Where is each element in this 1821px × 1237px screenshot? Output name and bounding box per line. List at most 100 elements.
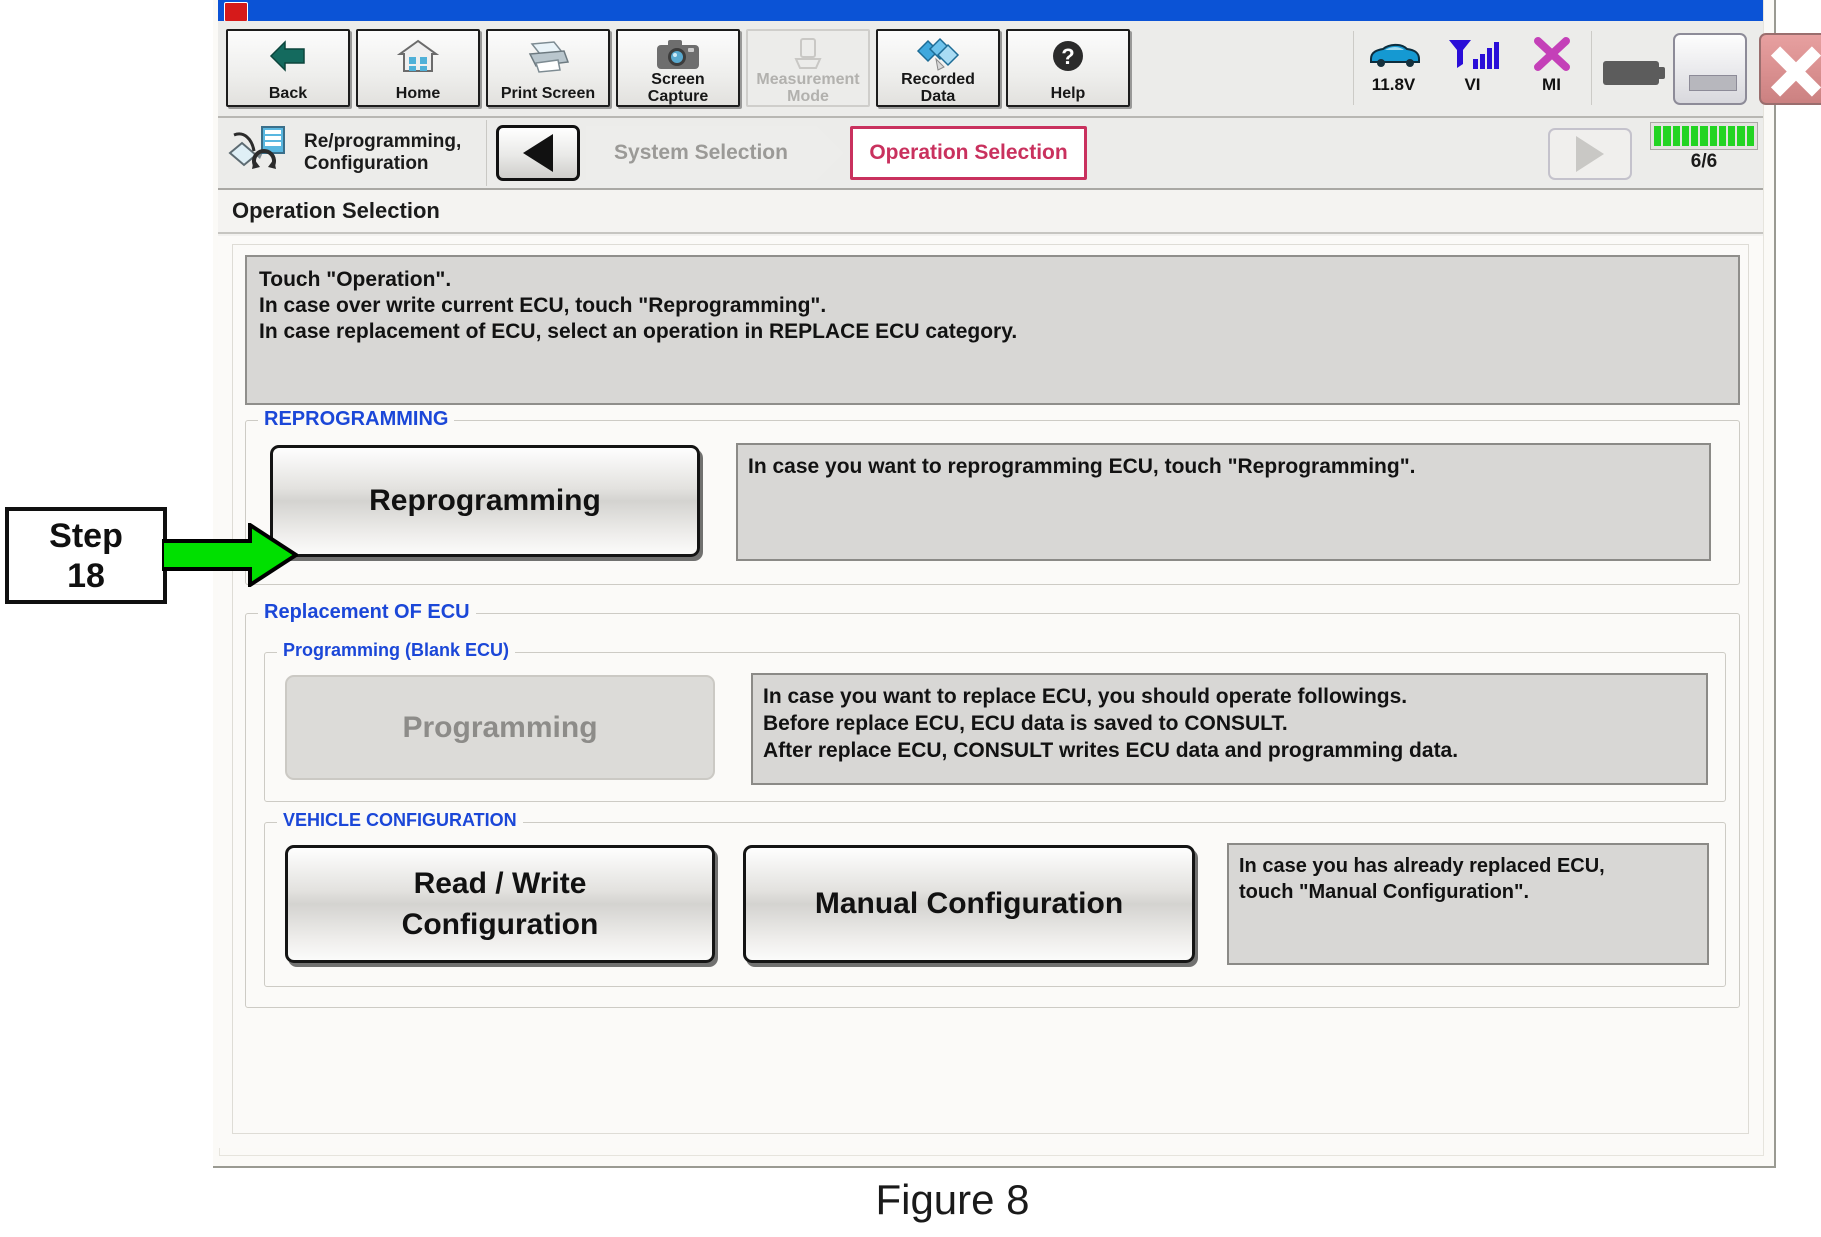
instruction-line-3: In case replacement of ECU, select an op… bbox=[259, 320, 1018, 343]
recorded-data-icon bbox=[914, 37, 962, 71]
manual-configuration-description: In case you has already replaced ECU, to… bbox=[1227, 843, 1709, 965]
read-write-configuration-button[interactable]: Read / Write Configuration bbox=[285, 845, 715, 963]
progress-text: 6/6 bbox=[1690, 151, 1718, 172]
back-arrow-icon bbox=[268, 37, 308, 75]
toolbar-label-recorded-data-line2: Data bbox=[920, 88, 956, 105]
group-legend-reprogramming: REPROGRAMMING bbox=[258, 408, 455, 431]
car-icon bbox=[1365, 35, 1423, 73]
toolbar-label-help: Help bbox=[1050, 85, 1086, 102]
figure-caption-text: Figure 8 bbox=[875, 1176, 1030, 1223]
status-label-voltage: 11.8V bbox=[1371, 75, 1416, 94]
toolbar-label-screen-capture-line1: Screen bbox=[651, 71, 705, 88]
toolbar-label-print-screen: Print Screen bbox=[500, 85, 596, 102]
battery-icon bbox=[1603, 61, 1665, 85]
manual-configuration-description-line-2: touch "Manual Configuration". bbox=[1239, 881, 1530, 903]
nav-forward-button[interactable] bbox=[1548, 128, 1632, 180]
content-inner-frame: Touch "Operation". In case over write cu… bbox=[232, 244, 1749, 1134]
status-item-mi: MI bbox=[1512, 31, 1591, 105]
programming-description-line-1: In case you want to replace ECU, you sho… bbox=[763, 685, 1408, 708]
reprogramming-button[interactable]: Reprogramming bbox=[270, 445, 700, 557]
manual-configuration-button[interactable]: Manual Configuration bbox=[743, 845, 1195, 963]
instruction-line-2: In case over write current ECU, touch "R… bbox=[259, 294, 827, 317]
toolbar-button-screen-capture[interactable]: Screen Capture bbox=[616, 29, 740, 107]
programming-description-line-2: Before replace ECU, ECU data is saved to… bbox=[763, 712, 1288, 735]
toolbar-label-home: Home bbox=[395, 85, 441, 102]
window-titlebar bbox=[218, 0, 1763, 21]
toolbar-label-screen-capture-line2: Capture bbox=[647, 88, 709, 105]
signal-bars-icon bbox=[1447, 35, 1499, 73]
nav-mode-label-line2: Configuration bbox=[304, 153, 429, 174]
breadcrumb-operation-selection[interactable]: Operation Selection bbox=[850, 126, 1087, 180]
toolbar-button-help[interactable]: ? Help bbox=[1006, 29, 1130, 107]
group-replacement-of-ecu: Replacement OF ECU Programming (Blank EC… bbox=[245, 601, 1740, 1008]
status-item-vi: VI bbox=[1433, 31, 1512, 105]
manual-configuration-label: Manual Configuration bbox=[815, 886, 1123, 922]
reprogramming-button-label: Reprogramming bbox=[369, 484, 601, 517]
status-item-voltage: 11.8V bbox=[1354, 31, 1433, 105]
step-callout-box: Step 18 bbox=[5, 507, 167, 604]
toolbar-label-measurement-mode-line1: Measurement bbox=[756, 71, 860, 88]
group-programming-blank-ecu: Programming (Blank ECU) Programming In c… bbox=[264, 640, 1726, 802]
toolbar-button-print-screen[interactable]: Print Screen bbox=[486, 29, 610, 107]
manual-configuration-label-text: Manual Configuration bbox=[814, 887, 1124, 920]
programming-description-line-3: After replace ECU, CONSULT writes ECU da… bbox=[763, 739, 1459, 762]
toolbar-button-recorded-data[interactable]: Recorded Data bbox=[876, 29, 1000, 107]
group-legend-replacement: Replacement OF ECU bbox=[258, 601, 476, 624]
minimize-button[interactable] bbox=[1673, 33, 1747, 105]
figure-caption: Figure 8 bbox=[0, 1176, 1821, 1224]
read-write-configuration-label-line2: Configuration bbox=[401, 908, 599, 941]
content-area: Touch "Operation". In case over write cu… bbox=[218, 236, 1763, 1148]
step-callout-line2: 18 bbox=[67, 556, 105, 595]
group-reprogramming: REPROGRAMMING Reprogramming In case you … bbox=[245, 408, 1740, 585]
reprogramming-icon bbox=[228, 126, 285, 169]
toolbar-button-back[interactable]: Back bbox=[226, 29, 350, 107]
breadcrumb-navbar: Re/programming, Configuration System Sel… bbox=[218, 118, 1763, 190]
close-button[interactable] bbox=[1759, 33, 1821, 105]
page-title: Operation Selection bbox=[218, 190, 1763, 234]
green-pointer-arrow bbox=[160, 521, 300, 589]
step-callout-line1: Step bbox=[49, 516, 123, 555]
toolbar-label-recorded-data: Recorded Data bbox=[901, 71, 975, 105]
group-vehicle-configuration: VEHICLE CONFIGURATION Read / Write Confi… bbox=[264, 810, 1726, 987]
back-triangle-icon bbox=[523, 134, 553, 172]
home-icon bbox=[397, 37, 439, 75]
programming-button: Programming bbox=[285, 675, 715, 780]
toolbar-label-recorded-data-line1: Recorded bbox=[901, 71, 975, 88]
read-write-configuration-label-line1: Read / Write bbox=[413, 867, 587, 900]
toolbar-label-back: Back bbox=[268, 85, 308, 102]
camera-icon bbox=[655, 37, 701, 71]
minimize-bar-icon bbox=[1689, 75, 1737, 91]
programming-description: In case you want to replace ECU, you sho… bbox=[751, 673, 1708, 785]
nav-mode-indicator: Re/programming, Configuration bbox=[224, 120, 487, 186]
manual-configuration-description-line-1: In case you has already replaced ECU, bbox=[1239, 855, 1605, 877]
status-label-vi: VI bbox=[1464, 75, 1481, 94]
status-cluster: 11.8V VI bbox=[1353, 31, 1592, 105]
instructions-box: Touch "Operation". In case over write cu… bbox=[245, 255, 1740, 405]
help-question-icon: ? bbox=[1050, 37, 1086, 75]
x-mark-icon bbox=[1532, 35, 1572, 73]
group-legend-vehicle-configuration: VEHICLE CONFIGURATION bbox=[277, 810, 523, 831]
consult-app-window: Back Home bbox=[218, 0, 1821, 1148]
breadcrumb-system-selection[interactable]: System Selection bbox=[586, 126, 843, 180]
instruction-line-1: Touch "Operation". bbox=[259, 268, 452, 291]
toolbar-label-measurement-mode-line2: Mode bbox=[787, 88, 829, 105]
reprogramming-description-line-1: In case you want to reprogramming ECU, t… bbox=[748, 455, 1416, 478]
nav-mode-label: Re/programming, Configuration bbox=[304, 131, 461, 175]
group-legend-blank-ecu: Programming (Blank ECU) bbox=[277, 640, 516, 661]
programming-button-label: Programming bbox=[402, 710, 598, 744]
measurement-icon bbox=[790, 37, 826, 71]
printer-icon bbox=[524, 37, 572, 75]
toolbar-label-screen-capture: Screen Capture bbox=[648, 71, 708, 105]
main-toolbar: Back Home bbox=[218, 21, 1821, 118]
forward-triangle-icon bbox=[1576, 136, 1604, 172]
progress-indicator: 6/6 bbox=[1648, 122, 1760, 186]
reprogramming-description: In case you want to reprogramming ECU, t… bbox=[736, 443, 1711, 561]
toolbar-button-measurement-mode: Measurement Mode bbox=[746, 29, 870, 107]
app-logo-icon bbox=[224, 2, 248, 21]
svg-text:?: ? bbox=[1061, 44, 1074, 69]
nav-back-button[interactable] bbox=[496, 125, 580, 181]
toolbar-button-home[interactable]: Home bbox=[356, 29, 480, 107]
progress-bargraph bbox=[1650, 122, 1758, 150]
toolbar-label-measurement-mode: Measurement Mode bbox=[756, 71, 859, 105]
